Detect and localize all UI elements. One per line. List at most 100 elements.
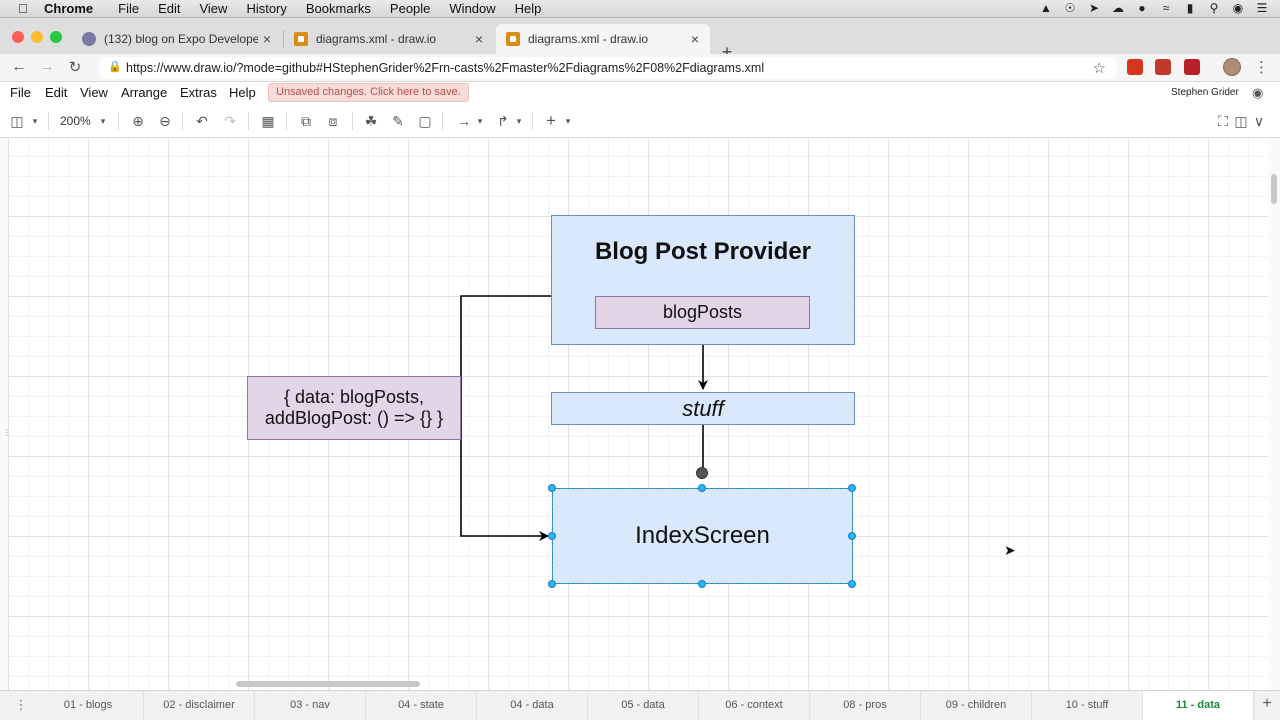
bookmark-star-icon[interactable]: ☆ [1092, 60, 1106, 77]
dark-circle-icon[interactable]: ● [1138, 1, 1146, 15]
resize-handle-se[interactable] [848, 580, 856, 588]
list-icon[interactable]: ☰ [1256, 1, 1268, 15]
apple-icon[interactable]:  [18, 1, 34, 16]
resize-handle-e[interactable] [848, 532, 856, 540]
battery-icon[interactable]: ▮ [1186, 1, 1194, 15]
menu-help[interactable]: Help [514, 1, 542, 16]
connection-arrow-icon[interactable]: → [457, 113, 471, 129]
undo-icon[interactable]: ↶ [196, 113, 208, 129]
chevron-down-icon[interactable]: ▾ [565, 116, 571, 126]
page-tab-10[interactable]: 10 - stuff [1032, 691, 1143, 720]
back-icon[interactable]: ← [11, 58, 27, 75]
zoom-in-icon[interactable]: ⊕ [132, 113, 144, 129]
close-window-icon[interactable] [12, 31, 24, 43]
reload-icon[interactable]: ↻ [68, 59, 82, 76]
tab-close-icon[interactable]: × [690, 31, 700, 47]
page-tab-02[interactable]: 02 - disclaimer [144, 691, 255, 720]
drawio-menu-edit[interactable]: Edit [45, 85, 68, 100]
shapes-panel-collapsed[interactable]: ⋮ [0, 138, 11, 690]
panel-resize-grip-icon[interactable]: ⋮ [3, 428, 11, 437]
page-tab-08[interactable]: 08 - pros [810, 691, 921, 720]
redo-icon[interactable]: ↷ [224, 113, 236, 129]
page-tab-04-state[interactable]: 04 - state [366, 691, 477, 720]
fullscreen-icon[interactable]: ⛶ [1218, 113, 1228, 129]
page-tab-06[interactable]: 06 - context [699, 691, 810, 720]
to-front-icon[interactable]: ⧉ [301, 113, 311, 129]
blog-posts-shape[interactable]: blogPosts [595, 296, 810, 329]
page-tab-03[interactable]: 03 - nav [255, 691, 366, 720]
line-color-icon[interactable]: ✎ [392, 113, 404, 129]
minimize-window-icon[interactable] [31, 31, 43, 43]
format-panel-toggle-icon[interactable]: ◫ [10, 113, 24, 129]
drawio-menu-view[interactable]: View [80, 85, 108, 100]
tab-close-icon[interactable]: × [474, 31, 484, 47]
drawio-menu-arrange[interactable]: Arrange [121, 85, 168, 100]
context-value-shape[interactable]: { data: blogPosts, addBlogPost: () => {}… [247, 376, 461, 440]
pages-menu-icon[interactable]: ⋮ [14, 697, 28, 712]
add-page-icon[interactable]: + [1262, 695, 1272, 712]
page-tab-04-data[interactable]: 04 - data [477, 691, 588, 720]
menu-people[interactable]: People [389, 1, 431, 16]
language-globe-icon[interactable]: ◉ [1252, 85, 1264, 100]
to-back-icon[interactable]: ⧈ [328, 113, 338, 129]
fill-color-icon[interactable]: ☘ [364, 113, 378, 129]
tab-close-icon[interactable]: × [262, 31, 272, 47]
glasses-icon[interactable]: ☉ [1064, 1, 1076, 15]
page-tab-09[interactable]: 09 - children [921, 691, 1032, 720]
chevron-down-icon[interactable]: ▾ [32, 116, 38, 126]
vlc-icon[interactable]: ▲ [1040, 1, 1052, 15]
resize-handle-nw[interactable] [548, 484, 556, 492]
user-name[interactable]: Stephen Grider [1171, 87, 1239, 98]
resize-handle-ne[interactable] [848, 484, 856, 492]
format-panel-icon[interactable]: ◫ [1234, 113, 1248, 129]
menu-app-chrome[interactable]: Chrome [44, 1, 94, 16]
profile-avatar[interactable] [1223, 58, 1241, 76]
new-tab-icon[interactable]: + [721, 42, 733, 62]
stuff-shape[interactable]: stuff [551, 392, 855, 425]
horizontal-scroll-thumb[interactable] [236, 681, 420, 687]
menu-file[interactable]: File [118, 1, 140, 16]
menu-edit[interactable]: Edit [158, 1, 181, 16]
insert-plus-icon[interactable]: + [546, 111, 556, 130]
zoom-level[interactable]: 200% [60, 114, 91, 128]
extension-lastpass-icon[interactable] [1155, 59, 1171, 75]
page-tab-01[interactable]: 01 - blogs [33, 691, 144, 720]
unsaved-changes-button[interactable]: Unsaved changes. Click here to save. [268, 83, 469, 102]
drawio-menu-file[interactable]: File [10, 85, 31, 100]
resize-handle-n[interactable] [698, 484, 706, 492]
resize-handle-w[interactable] [548, 532, 556, 540]
resize-handle-sw[interactable] [548, 580, 556, 588]
page-tab-05[interactable]: 05 - data [588, 691, 699, 720]
browser-menu-icon[interactable]: ⋮ [1254, 59, 1269, 76]
zoom-window-icon[interactable] [50, 31, 62, 43]
forward-icon[interactable]: → [39, 58, 55, 75]
waypoints-icon[interactable]: ↱ [497, 113, 509, 129]
omnibox[interactable]: 🔒 https://www.draw.io/?mode=github#HStep… [98, 57, 1118, 79]
shadow-icon[interactable]: ▢ [418, 113, 432, 129]
drawio-menu-help[interactable]: Help [229, 85, 256, 100]
drawio-menu-extras[interactable]: Extras [180, 85, 217, 100]
tab-drawio-2[interactable]: diagrams.xml - draw.io × [496, 24, 710, 54]
extension-badge-icon[interactable] [1184, 59, 1200, 75]
url-text[interactable]: https://www.draw.io/?mode=github#HStephe… [126, 61, 765, 75]
extension-ublock-icon[interactable] [1127, 59, 1143, 75]
search-icon[interactable]: ⚲ [1209, 1, 1219, 15]
page-tab-11-active[interactable]: 11 - data [1143, 691, 1254, 720]
collapse-icon[interactable]: ∨ [1253, 113, 1265, 129]
wifi-icon[interactable]: ≈ [1162, 1, 1170, 15]
menu-view[interactable]: View [199, 1, 228, 16]
chevron-down-icon[interactable]: ▾ [516, 116, 522, 126]
chevron-down-icon[interactable]: ▾ [477, 116, 483, 126]
zoom-dropdown-chevron-icon[interactable]: ▾ [100, 116, 106, 126]
vertical-scroll-thumb[interactable] [1271, 174, 1277, 204]
tab-expo-blog[interactable]: (132) blog on Expo Developer × [72, 24, 282, 54]
menu-bookmarks[interactable]: Bookmarks [305, 1, 371, 16]
resize-handle-s[interactable] [698, 580, 706, 588]
vertical-scrollbar[interactable] [1268, 138, 1280, 690]
bird-icon[interactable]: ➤ [1088, 1, 1100, 15]
siri-icon[interactable]: ◉ [1232, 1, 1244, 15]
cloud-icon[interactable]: ☁ [1112, 1, 1124, 15]
connector-provider-to-index[interactable] [460, 295, 551, 541]
menu-window[interactable]: Window [449, 1, 496, 16]
delete-trash-icon[interactable]: ▦ [261, 113, 275, 129]
